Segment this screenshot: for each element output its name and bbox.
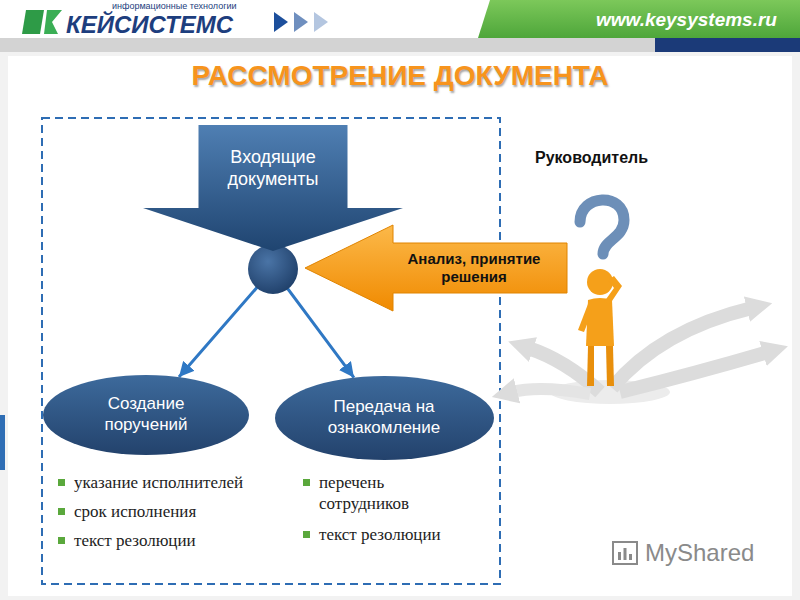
arrow-shape [305,225,567,311]
ellipse-shape [275,376,494,460]
ellipse-shape [43,375,249,455]
decision-arrow-outline [305,225,567,311]
header-blue-band [655,38,800,52]
arrow-shape [143,125,403,251]
logo-emblem [22,10,44,34]
road-arrow [620,352,768,392]
header-chevron [294,12,308,32]
bullet-item: срок исполнения [58,501,196,522]
person-arm [604,276,622,304]
watermark-icon [624,548,627,560]
node-label: Передача на ознакомление [309,397,459,438]
header-chevron [314,12,328,32]
header-green-bar [478,0,800,38]
role-label: Руководитель [535,148,648,168]
header-grey-band [0,38,800,52]
question-mark [580,200,624,254]
watermark: MyShared [645,538,754,568]
road-arrow [512,389,590,394]
bullet-item: текст резолюции [303,524,441,545]
slide-title: РАССМОТРЕНИЕ ДОКУМЕНТА [0,60,800,92]
node-label: Входящие документы [206,147,341,191]
header-chevron [274,12,288,32]
bullet-item: указание исполнителей [58,472,243,493]
logo-emblem [44,10,62,34]
watermark-icon [629,554,632,560]
node-label: Создание поручений [76,394,216,435]
person-leg [587,346,594,386]
junction-dot [248,244,298,294]
person-body [586,298,614,346]
bullet-item: перечень сотрудников [303,472,459,515]
node-label: Анализ, принятие решения [394,250,554,287]
person-head [587,269,613,295]
action-ellipse: Передача на ознакомление [275,376,494,460]
edge-stripe [0,415,5,470]
content-panel [8,56,792,596]
watermark-icon [618,552,621,560]
logo-tagline: информационные технологии [112,1,237,12]
decision-arrow: Анализ, принятие решения [305,225,567,311]
website-url: www.keysystems.ru [596,8,777,32]
dashed-frame [42,118,500,584]
page-ground [0,52,800,600]
bullet-item: текст резолюции [58,530,196,551]
input-arrow: Входящие документы [143,125,403,251]
person-arm [578,304,592,332]
logo-text: КЕЙСИСТЕМС [66,10,233,40]
watermark-icon [613,542,637,564]
person-leg [606,346,614,386]
action-ellipse: Создание поручений [43,375,249,455]
